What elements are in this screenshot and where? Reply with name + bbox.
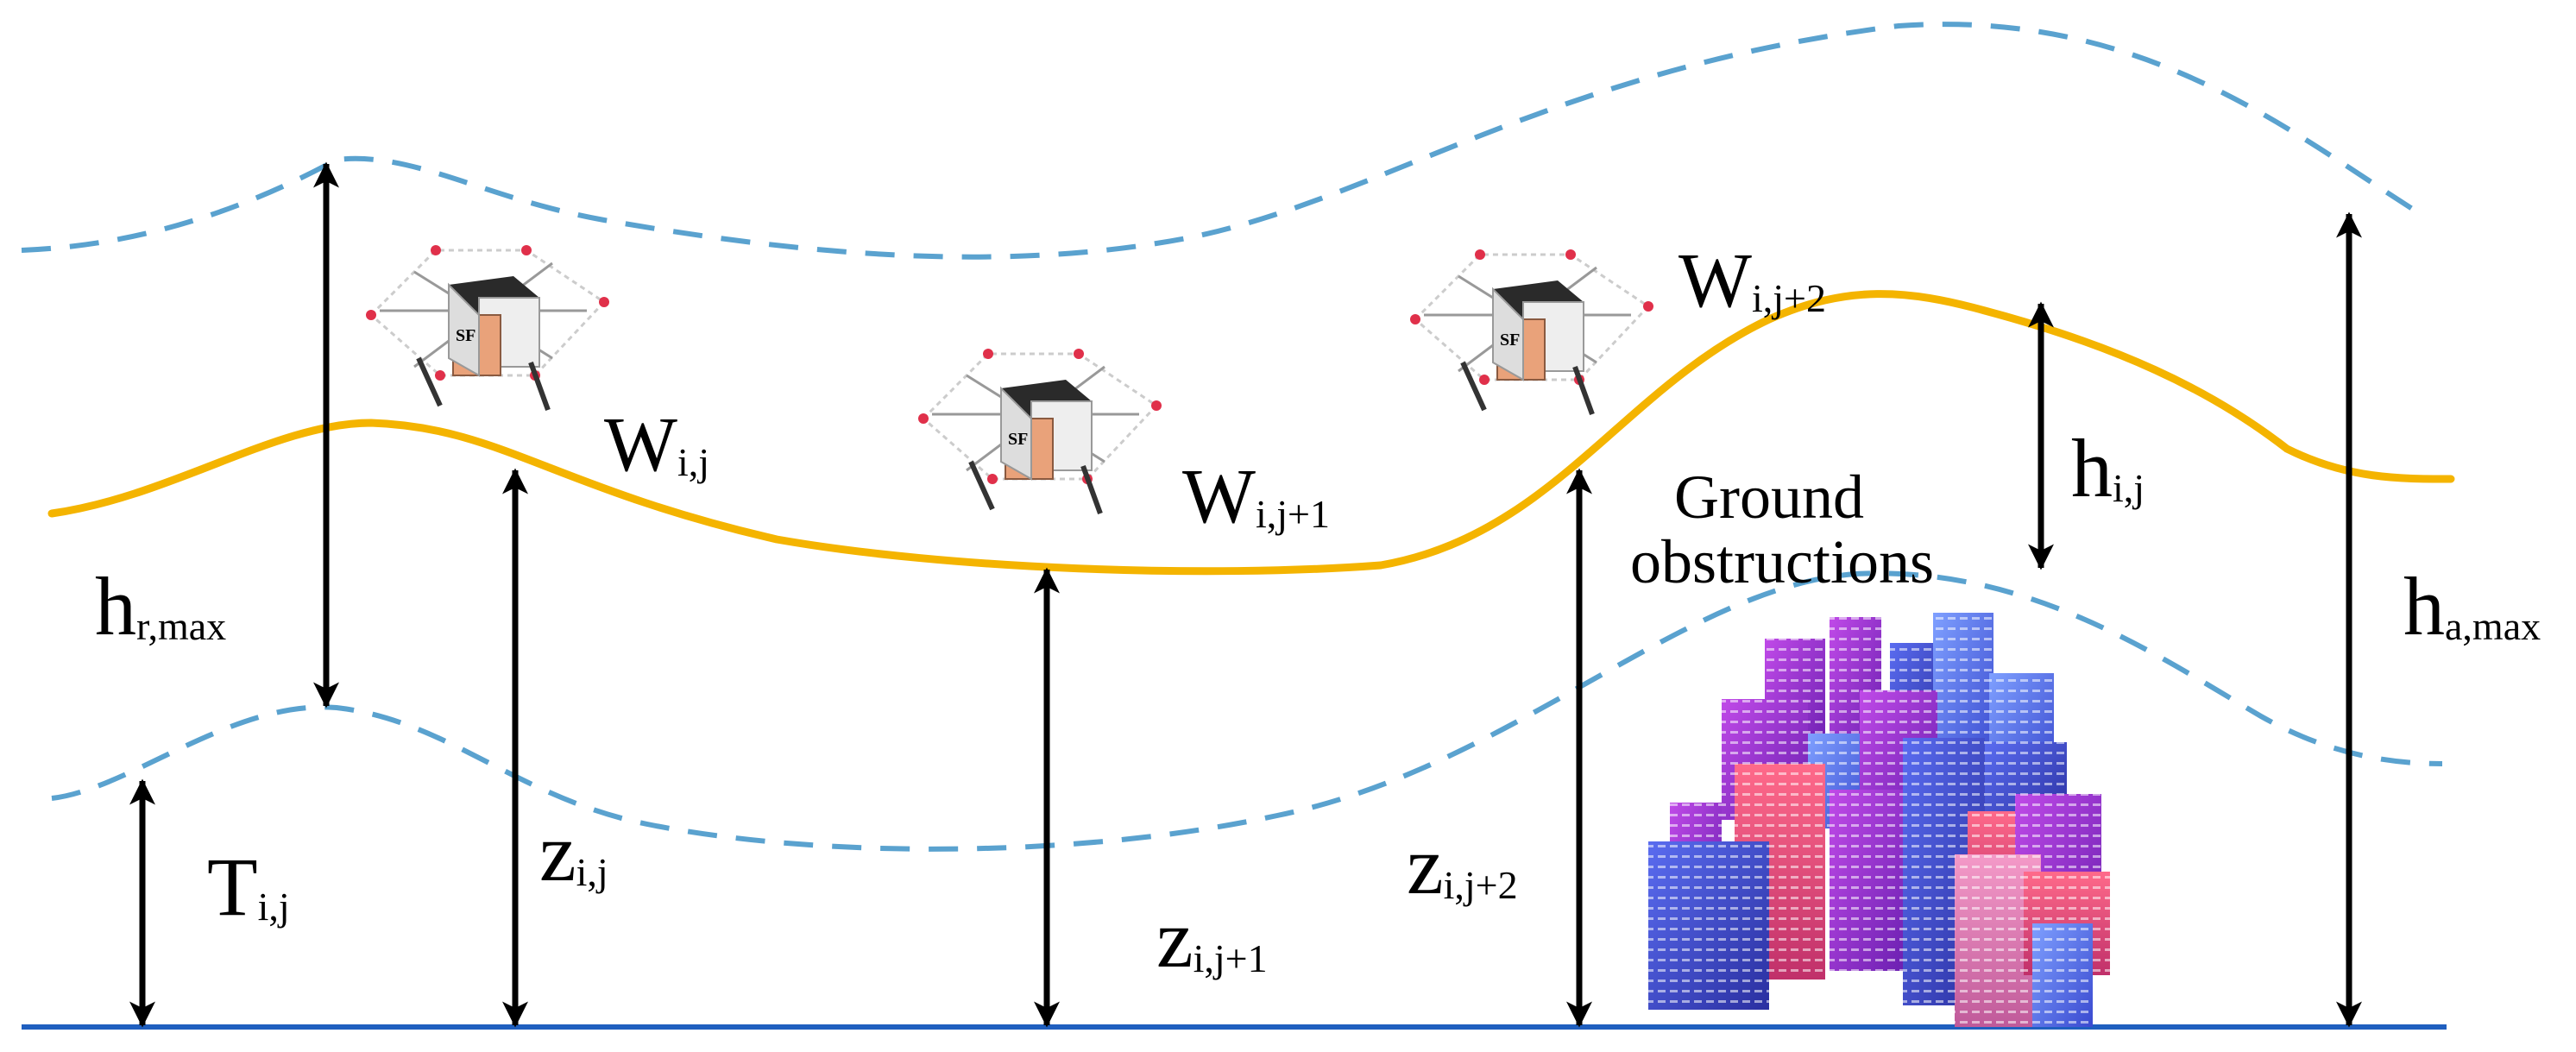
label-h-r-max: hr,max [95,560,226,652]
label-ground-obstructions-line2: obstructions [1630,527,1934,596]
label-h-i-j: hi,j [2071,422,2145,514]
delivery-drone-icon: SF [918,349,1162,515]
label-w-i-j2: Wi,j+2 [1678,238,1826,324]
flight-trajectory-curve [47,290,2455,576]
delivery-drone-icon: SF [366,245,609,412]
drone-box-label: SF [1500,331,1520,350]
upper-envelope-dashed-curve [21,22,2418,260]
label-w-i-j: Wi,j [604,402,709,488]
delivery-drone-icon: SF [1410,249,1653,416]
label-h-a-max: ha,max [2403,560,2541,652]
drone-box-label: SF [1008,430,1028,449]
label-z-i-j: zi,j [539,806,608,898]
label-z-i-j1: zi,j+1 [1156,892,1268,985]
label-z-i-j2: zi,j+2 [1407,819,1518,911]
lower-envelope-dashed-curve [51,570,2443,852]
label-ground-obstructions-line1: Ground [1674,463,1864,532]
label-w-i-j1: Wi,j+1 [1182,454,1330,539]
city-buildings-icon [1648,613,2110,1027]
label-t-i-j: Ti,j [207,841,290,933]
drone-box-label: SF [456,326,476,345]
